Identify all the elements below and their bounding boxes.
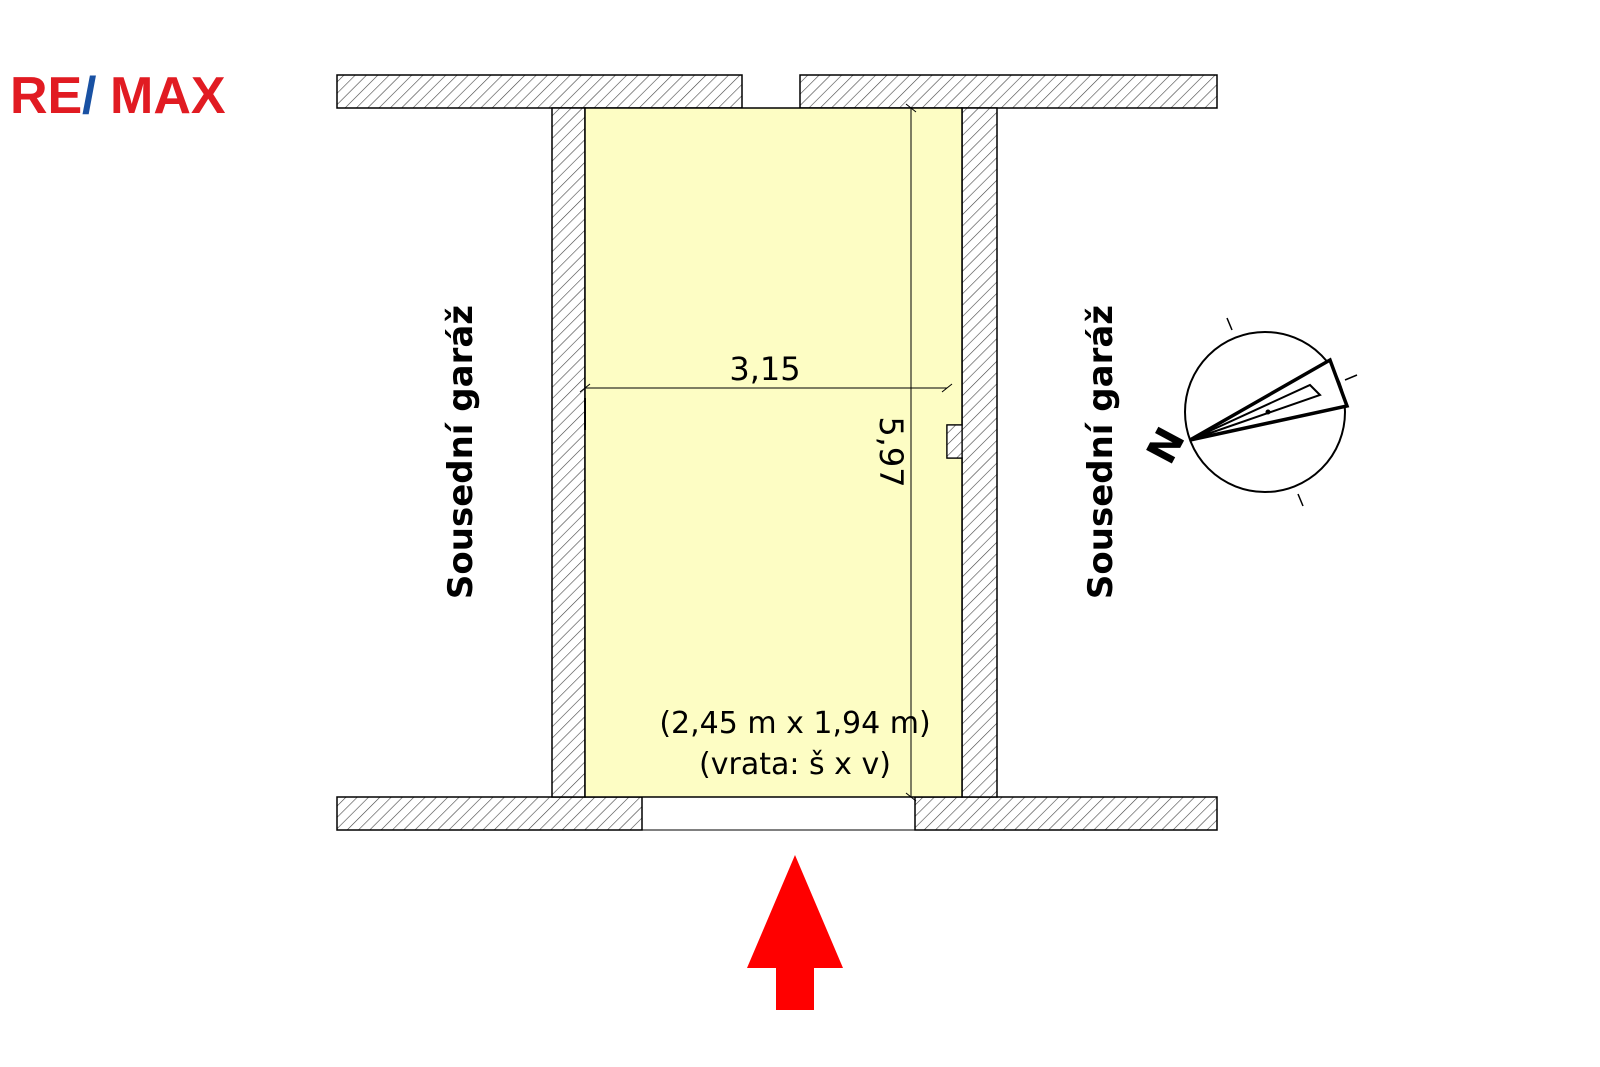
wall-bottom-left xyxy=(336,796,643,831)
logo-re: RE xyxy=(10,67,82,125)
wall-left xyxy=(551,107,586,798)
walls xyxy=(336,74,1218,831)
wall-top-right xyxy=(799,74,1218,109)
logo-slash: / xyxy=(82,67,96,125)
wall-niche xyxy=(946,424,963,459)
width-dimension-label: 3,15 xyxy=(729,350,800,388)
wall-top-left xyxy=(336,74,743,109)
door-caption-label: (vrata: š x v) xyxy=(699,747,891,782)
remax-logo: RE / MAX xyxy=(10,67,226,125)
door-size-label: (2,45 m x 1,94 m) xyxy=(659,706,930,741)
width-dimension-line xyxy=(579,383,953,430)
wall-right xyxy=(961,107,998,798)
length-dimension-line xyxy=(905,103,917,802)
right-neighbor-label: Sousední garáž xyxy=(1081,305,1121,599)
left-neighbor-label: Sousední garáž xyxy=(441,305,481,599)
length-dimension-label: 5,97 xyxy=(872,416,910,487)
wall-bottom-right xyxy=(914,796,1218,831)
logo-max: MAX xyxy=(110,67,226,125)
north-compass-icon: N xyxy=(1138,317,1358,507)
entrance-arrow-icon xyxy=(747,855,843,1010)
